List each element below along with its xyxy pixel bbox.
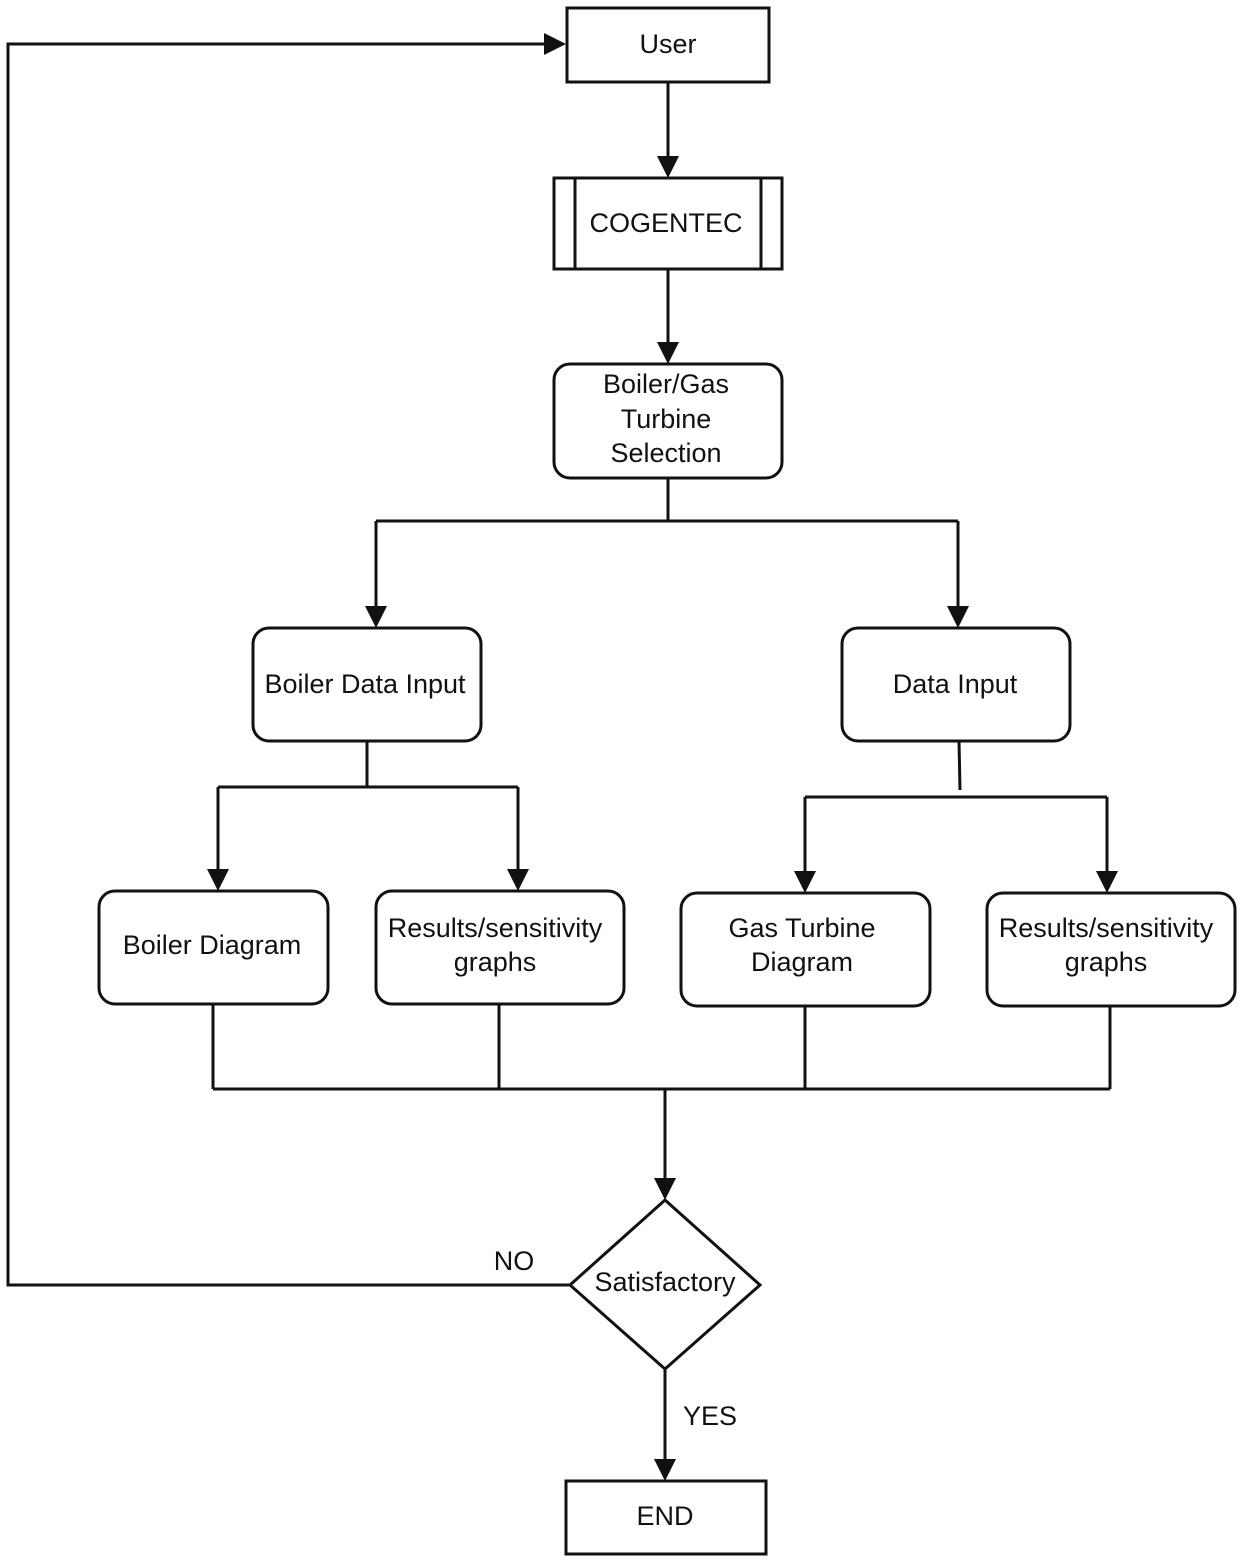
arrowhead-data-input [947,606,969,628]
arrowhead-boiler-diagram [207,869,229,891]
node-selection-line-3: Selection [610,438,721,468]
edge-label-yes: YES [683,1401,737,1431]
node-gt-results-line-2: graphs [1065,947,1148,977]
arrowhead-decision [654,1178,676,1200]
node-boiler-diagram-label: Boiler Diagram [123,930,302,960]
node-end: END [564,1479,768,1556]
node-boiler-results-line-1: Results/sensitivity [388,913,603,943]
node-cogentec: COGENTEC [552,176,784,271]
node-boiler-data-input-label: Boiler Data Input [264,669,466,699]
node-gt-results-line-1: Results/sensitivity [999,913,1214,943]
node-selection: Boiler/Gas Turbine Selection [552,362,784,480]
node-boiler-results: Results/sensitivity graphs [374,889,626,1006]
node-gt-diagram: Gas Turbine Diagram [679,891,932,1008]
arrowhead-selection [657,342,679,364]
node-end-label: END [636,1501,693,1531]
connectors [6,33,1118,1481]
arrowhead-end [654,1459,676,1481]
node-data-input-label: Data Input [893,669,1018,699]
node-gt-diagram-line-2: Diagram [751,947,853,977]
node-cogentec-label: COGENTEC [589,208,742,238]
node-gt-results: Results/sensitivity graphs [985,891,1237,1008]
edge-no-loop [6,42,570,1287]
arrowhead-user [544,33,566,55]
edge-label-no: NO [494,1246,535,1276]
node-gt-diagram-line-1: Gas Turbine [728,913,875,943]
node-selection-line-2: Turbine [621,404,712,434]
node-boiler-diagram: Boiler Diagram [97,889,330,1006]
arrowhead-boiler-results [507,869,529,891]
arrowhead-cogentec [657,156,679,178]
node-selection-line-1: Boiler/Gas [603,369,729,399]
node-user: User [565,6,771,84]
node-decision-label: Satisfactory [594,1267,736,1297]
node-boiler-results-line-2: graphs [454,947,537,977]
arrowhead-gt-diagram [794,871,816,893]
node-boiler-data-input: Boiler Data Input [251,626,483,743]
node-user-label: User [639,29,696,59]
node-decision: Satisfactory [567,1197,763,1372]
arrowhead-gt-results [1096,871,1118,893]
node-data-input: Data Input [840,626,1072,743]
arrowhead-boiler-input [365,606,387,628]
edge-data-input-down [957,740,962,791]
